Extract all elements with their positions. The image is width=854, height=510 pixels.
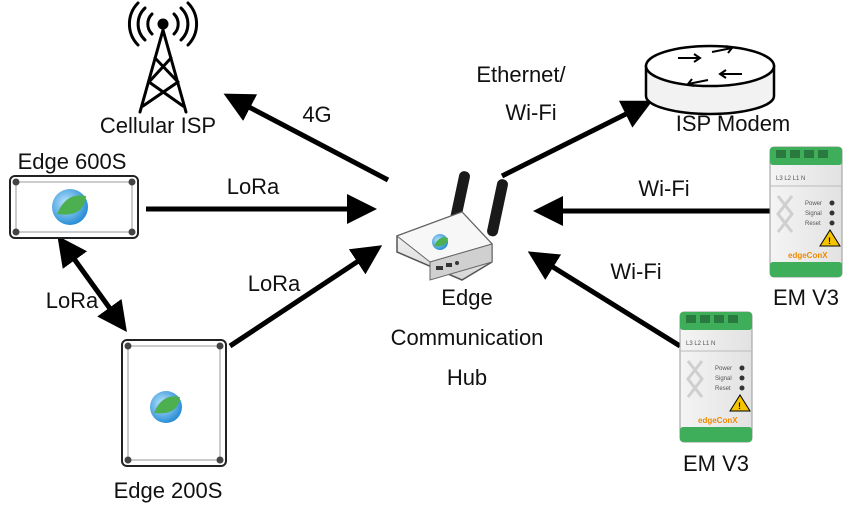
- em-right-signal-label: Signal: [805, 211, 822, 217]
- label-link-4g: 4G: [302, 102, 331, 127]
- em-right-power-label: Power: [805, 201, 822, 207]
- label-edge-200s: Edge 200S: [114, 478, 223, 503]
- label-link-wifi-em-right: Wi-Fi: [638, 176, 689, 201]
- edge-600s-device-icon: [9, 175, 139, 239]
- label-link-wifi-modem: Wi-Fi: [505, 100, 556, 125]
- em-bottom-power-label: Power: [715, 366, 732, 372]
- label-link-ethernet: Ethernet/: [476, 62, 566, 87]
- svg-text:!: !: [738, 401, 741, 411]
- em-right-terminal-labels: L3 L2 L1 N: [776, 176, 805, 182]
- em-bottom-signal-label: Signal: [715, 376, 732, 382]
- arrow-edge200-to-hub: [228, 245, 383, 349]
- arrow-hub-to-modem: [500, 100, 653, 179]
- label-link-lora-edges: LoRa: [46, 288, 99, 313]
- em-bottom-reset-label: Reset: [715, 386, 731, 392]
- label-cellular-isp: Cellular ISP: [100, 113, 216, 138]
- edge-200s-device-icon: [121, 339, 227, 467]
- label-link-lora-200s: LoRa: [248, 271, 301, 296]
- em-bottom-terminal-labels: L3 L2 L1 N: [686, 341, 715, 347]
- em-v3-bottom-device-icon: L3 L2 L1 N Power Signal Reset ! edgeConX: [679, 311, 753, 443]
- label-hub-line1: Edge: [441, 285, 492, 310]
- label-hub-line2: Communication: [391, 325, 544, 350]
- em-v3-right-device-icon: L3 L2 L1 N Power Signal Reset ! edgeConX: [769, 146, 843, 278]
- svg-text:!: !: [828, 236, 831, 246]
- connection-arrows: [57, 93, 770, 349]
- edge-hub-device-icon: [395, 171, 508, 281]
- em-right-reset-label: Reset: [805, 221, 821, 227]
- label-em-v3-right: EM V3: [773, 285, 839, 310]
- arrow-hub-to-cellular: [223, 93, 390, 183]
- isp-modem-icon: [644, 44, 776, 116]
- label-isp-modem: ISP Modem: [676, 111, 791, 136]
- em-bottom-brand: edgeConX: [698, 416, 738, 425]
- em-right-brand: edgeConX: [788, 251, 828, 260]
- label-link-wifi-em-bottom: Wi-Fi: [610, 259, 661, 284]
- label-hub-line3: Hub: [447, 365, 487, 390]
- label-edge-600s: Edge 600S: [18, 149, 127, 174]
- label-em-v3-bottom: EM V3: [683, 451, 749, 476]
- arrow-edge600-edge200: [57, 235, 127, 333]
- arrow-embottom-to-hub: [527, 251, 682, 349]
- cell-tower-icon: [127, 1, 199, 114]
- label-link-lora-600s: LoRa: [227, 174, 280, 199]
